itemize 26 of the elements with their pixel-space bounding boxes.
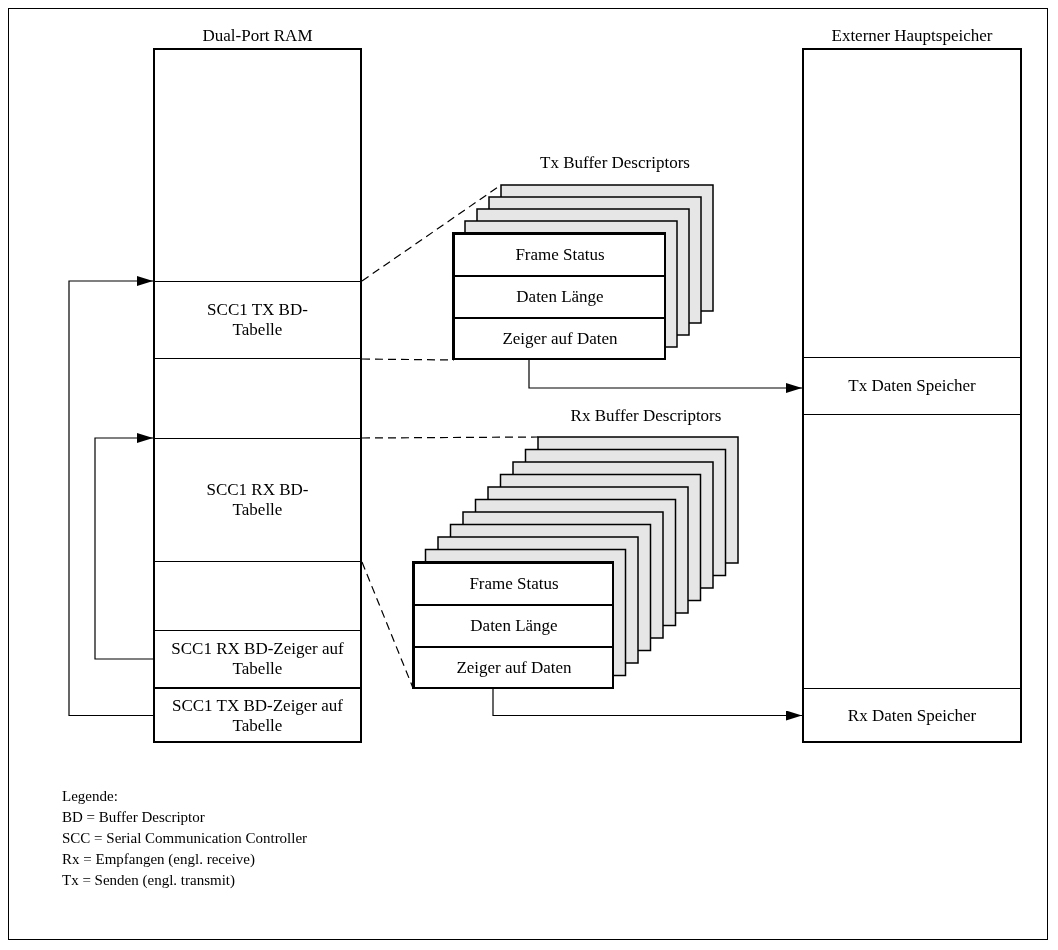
stack-heading: Tx Buffer Descriptors [539,152,691,174]
arrow [492,687,803,721]
memory-region: Tx Daten Speicher [802,357,1022,415]
legend-text: Tx = Senden (engl. transmit) [62,871,236,890]
arrow [94,433,154,660]
legend-text: Legende: [62,787,119,806]
legend-text: SCC = Serial Communication Controller [62,829,308,848]
descriptor-field: Zeiger auf Daten [414,647,614,689]
connector-line [361,358,455,361]
memory-region: SCC1 RX BD-Tabelle [153,438,362,562]
descriptor-field: Daten Länge [414,605,614,647]
memory-region: SCC1 RX BD-Zeiger auf Tabelle [153,630,362,688]
arrow [528,359,803,393]
column-heading: Dual-Port RAM [201,25,314,47]
legend-text: Rx = Empfangen (engl. receive) [62,850,256,869]
descriptor-field: Frame Status [454,234,666,276]
stack-heading: Rx Buffer Descriptors [569,405,723,427]
column-heading: Externer Hauptspeicher [830,25,994,47]
descriptor-field: Frame Status [414,563,614,605]
memory-region: SCC1 TX BD-Tabelle [153,281,362,359]
arrow [68,276,154,717]
descriptor-field: Zeiger auf Daten [454,318,666,360]
descriptor-field: Daten Länge [454,276,666,318]
connector-line [361,436,539,439]
connector-line [361,561,414,689]
legend-text: BD = Buffer Descriptor [62,808,206,827]
